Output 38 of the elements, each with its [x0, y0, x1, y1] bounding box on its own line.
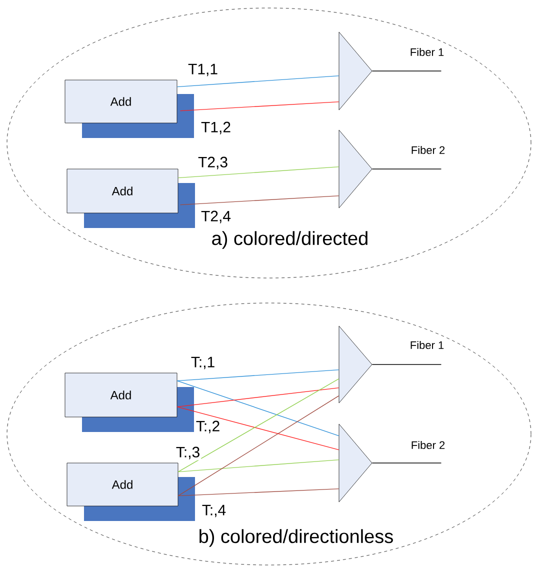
edge-label: T:,4: [200, 504, 228, 518]
add-box: Add: [66, 168, 195, 228]
connection-line: [176, 387, 340, 408]
connection-line: [178, 378, 340, 472]
connection-line: [178, 488, 340, 496]
edge-label: T:,3: [174, 446, 202, 460]
edge-label: T:,1: [190, 356, 216, 370]
coupler-triangle: [338, 326, 372, 404]
connection-line: [176, 75, 340, 88]
add-box: Add: [64, 80, 194, 138]
edge-label: T2,4: [200, 210, 232, 224]
add-box: Add: [64, 372, 194, 432]
edge-label: Fiber 1: [408, 340, 446, 350]
connection-line: [176, 380, 340, 436]
edge-label: T1,2: [200, 120, 232, 136]
edge-label: T2,3: [197, 156, 229, 170]
fiber-line: [372, 364, 442, 365]
connection-line: [178, 395, 340, 496]
connection-line: [178, 459, 340, 472]
fiber-line: [372, 168, 442, 170]
connection-line: [176, 406, 340, 450]
connection-line: [180, 101, 340, 112]
add-box: Add: [66, 462, 195, 521]
panel-label: b) colored/directionless: [200, 529, 393, 547]
fiber-line: [372, 70, 442, 72]
edge-label: Fiber 2: [410, 440, 446, 450]
edge-label: T:,2: [194, 420, 222, 434]
connection-line: [176, 369, 340, 382]
coupler-triangle: [338, 424, 372, 502]
coupler-triangle: [338, 32, 372, 110]
edge-label: Fiber 1: [408, 46, 446, 58]
coupler-triangle: [338, 130, 372, 208]
connection-line: [180, 195, 340, 206]
connection-line: [178, 166, 340, 178]
edge-label: T1,1: [187, 62, 219, 78]
panel-label: a) colored/directed: [212, 231, 368, 249]
edge-label: Fiber 2: [410, 144, 446, 156]
fiber-line: [372, 462, 442, 464]
